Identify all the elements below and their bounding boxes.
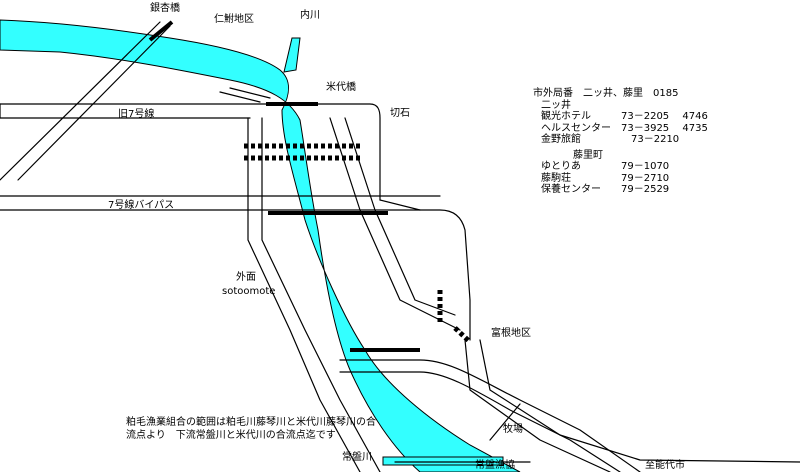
label-ginnan-bridge: 銀杏橋 [150, 3, 180, 14]
label-sotomo: 外面 [236, 272, 256, 283]
phone-header: 市外局番 二ッ井、藤里 0185 [533, 88, 679, 99]
label-old-route-7: 旧7号線 [118, 109, 155, 120]
label-uchikawa: 内川 [300, 10, 320, 21]
phone-entry-number: 79－2529 [621, 184, 670, 195]
uchikawa-river [283, 37, 301, 73]
tokiwa-river [382, 456, 504, 466]
phone-entry-number: 73－2205 4746 [621, 111, 708, 122]
label-tokiwa-fishery: 常盤漁協 [475, 460, 515, 471]
phone-entry-number: 73－3925 4735 [621, 122, 708, 134]
label-farm: 牧場 [503, 424, 523, 435]
phone-entry-number: 79－1070 [621, 161, 670, 172]
railways [244, 143, 472, 344]
label-kiriishi: 切石 [390, 108, 410, 119]
phone-entry-name: 金野旅館 [541, 134, 581, 145]
roads [0, 21, 800, 472]
yoneshiro-river [0, 19, 521, 472]
label-yonshiro-bridge: 米代橋 [326, 82, 356, 93]
phone-entry-name: ゆとりあ [541, 161, 581, 172]
phone-entry-number: 73－2210 [621, 134, 680, 145]
label-tokiwa-river: 常盤川 [342, 452, 372, 463]
phone-row: 藤駒荘 79－2710 [533, 173, 708, 185]
phone-row: 観光ホテル 73－2205 4746 [533, 111, 708, 123]
label-route7-bypass: 7号線バイパス [108, 200, 175, 211]
phone-row: 保養センター 79－2529 [533, 184, 708, 196]
label-to-noshiro: 至能代市 [645, 460, 685, 471]
phone-entry-number: 79－2710 [621, 172, 670, 184]
town1-name: 二ッ井 [541, 99, 571, 111]
town2-name: 藤里町 [573, 149, 603, 161]
fishing-range-note: 粕毛漁業組合の範囲は粕毛川藤琴川と米代川藤琴川の合流点より 下流常盤川と米代川の… [126, 417, 376, 441]
label-tomine-district: 富根地区 [491, 328, 531, 339]
phone-row: ヘルスセンター 73－3925 4735 [533, 123, 708, 135]
phone-entry-name: 藤駒荘 [541, 172, 571, 184]
phone-entry-name: ヘルスセンター [541, 122, 611, 134]
phone-row: ゆとりあ 79－1070 [533, 161, 708, 173]
phone-row: 金野旅館 73－2210 [533, 134, 708, 146]
bridges [148, 20, 420, 352]
phone-entry-name: 保養センター [541, 184, 601, 195]
label-sotoomote: sotoomote [222, 286, 276, 297]
town2-list: ゆとりあ 79－1070 藤駒荘 79－2710 保養センター 79－2529 [533, 161, 708, 196]
label-nie-district: 仁鮒地区 [214, 14, 254, 25]
phone-entry-name: 観光ホテル [541, 111, 591, 122]
